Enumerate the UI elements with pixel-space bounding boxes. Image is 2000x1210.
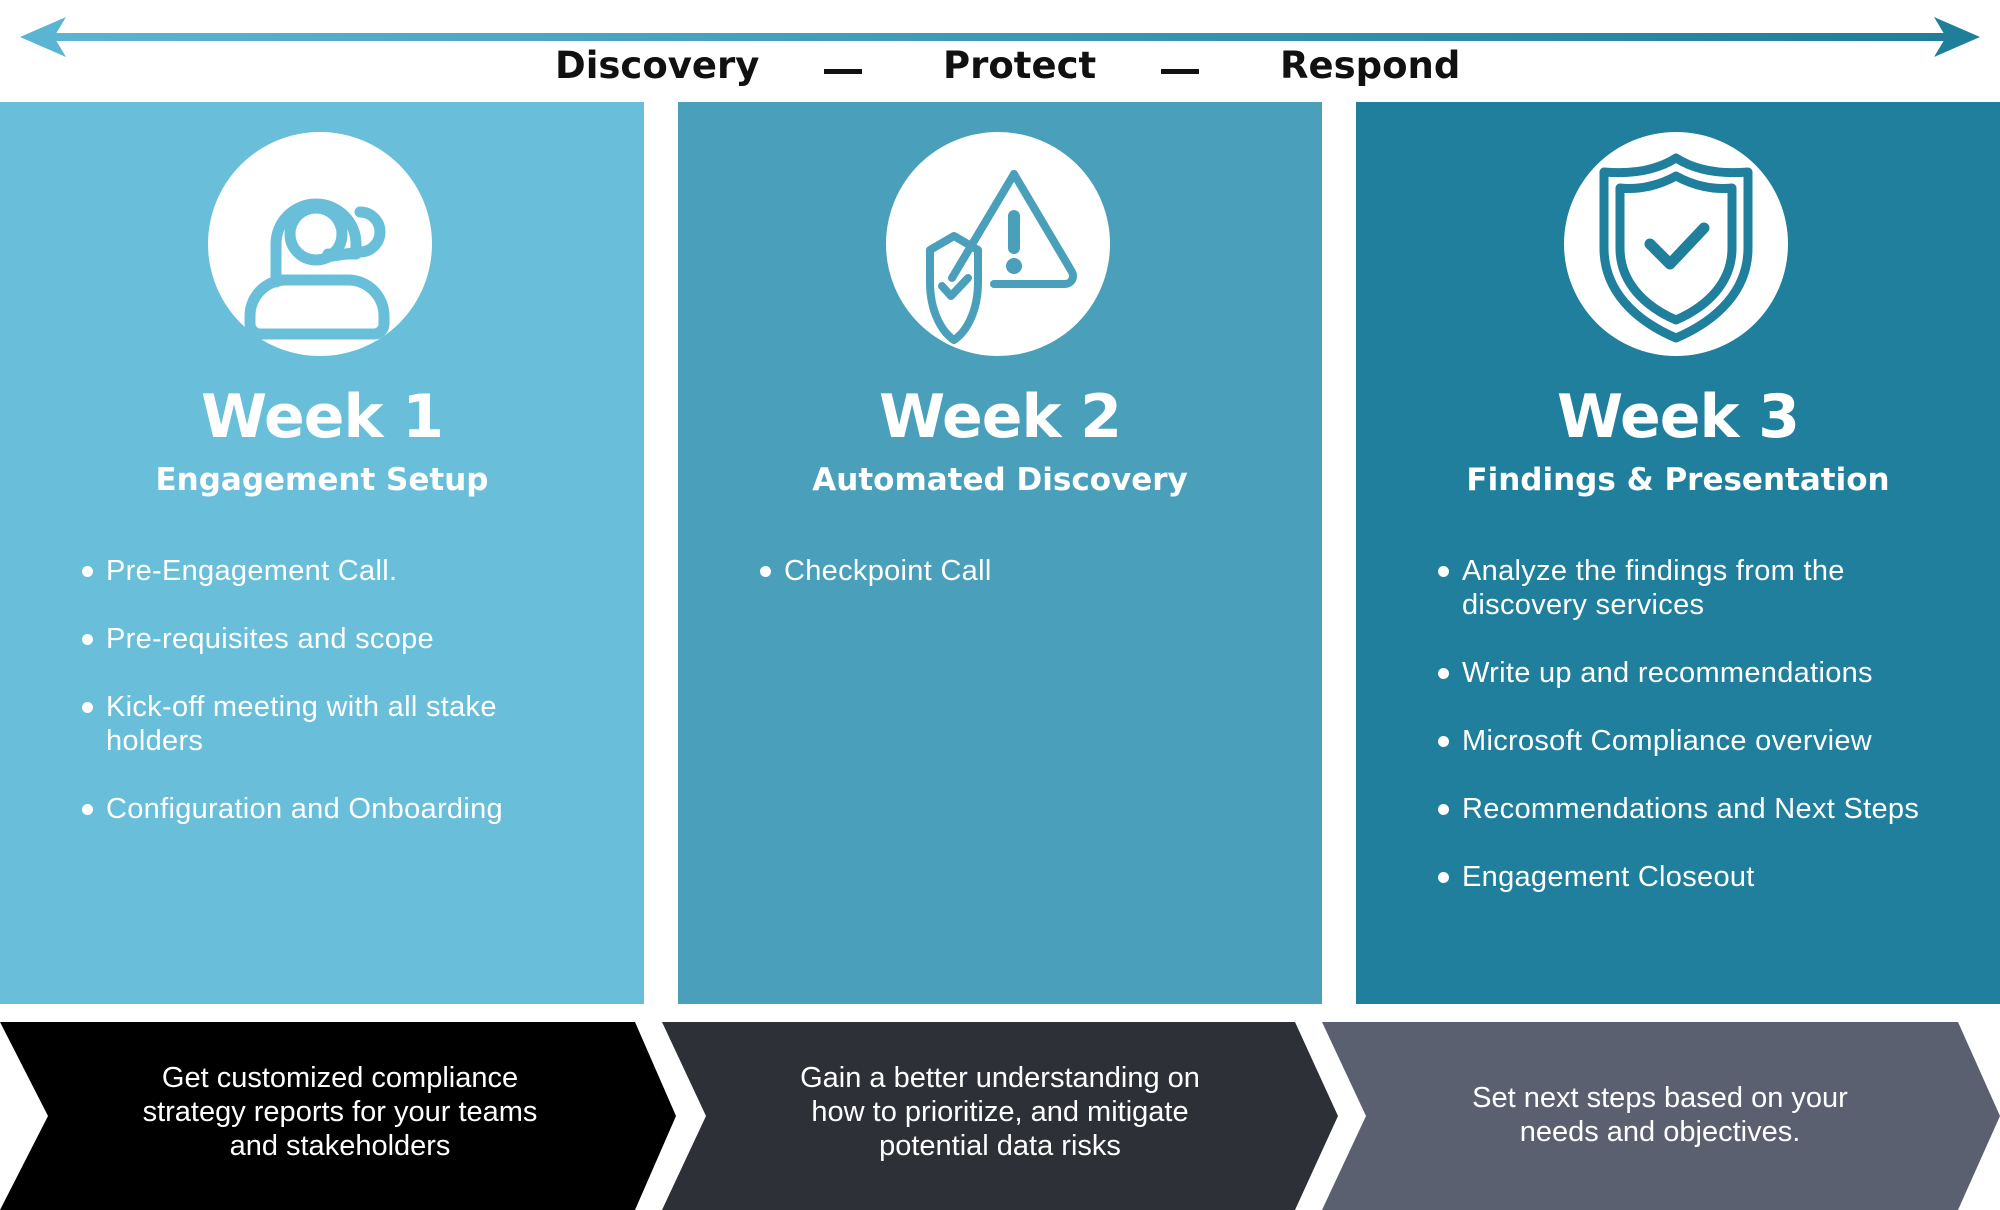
bullet-dot-icon xyxy=(760,566,771,577)
task-item: Analyze the findings from the discovery … xyxy=(1436,554,1956,622)
task-list: Checkpoint Call xyxy=(758,554,1278,622)
arrowhead-left xyxy=(20,17,66,57)
icon-badge xyxy=(1564,132,1788,356)
shield-check-icon xyxy=(1599,153,1753,343)
week-subtitle: Findings & Presentation xyxy=(1466,462,1890,498)
phase-protect: Protect xyxy=(943,44,1097,87)
chevron-shape xyxy=(662,1022,1338,1210)
task-item: Pre-Engagement Call. xyxy=(80,554,600,588)
outcome-text: Set next steps based on your needs and o… xyxy=(1472,1082,1848,1148)
icon-badge xyxy=(886,132,1110,356)
week-title: Week 2 xyxy=(879,382,1122,452)
arrowhead-right xyxy=(1934,17,1980,57)
chevron-row xyxy=(0,1022,2000,1210)
week-title: Week 1 xyxy=(201,382,444,452)
week-1-panel: Week 1 Engagement Setup Pre-Engagement C… xyxy=(0,102,644,1004)
timeline-arrow xyxy=(20,17,1980,57)
week-subtitle: Engagement Setup xyxy=(155,462,489,498)
task-item: Kick-off meeting with all stake holders xyxy=(80,690,600,758)
bullet-dot-icon xyxy=(1438,736,1449,747)
shield-warning-icon xyxy=(926,170,1078,344)
bullet-dot-icon xyxy=(82,804,93,815)
week-3-panel: Week 3 Findings & Presentation Analyze t… xyxy=(1356,102,2000,1004)
week-subtitle: Automated Discovery xyxy=(812,462,1188,498)
task-list: Pre-Engagement Call. Pre-requisites and … xyxy=(80,554,600,860)
task-item: Write up and recommendations xyxy=(1436,656,1956,690)
bullet-dot-icon xyxy=(82,566,93,577)
task-item: Configuration and Onboarding xyxy=(80,792,600,826)
task-item: Checkpoint Call xyxy=(758,554,1278,588)
support-agent-icon xyxy=(244,198,390,340)
week-2-panel: Week 2 Automated Discovery Checkpoint Ca… xyxy=(678,102,1322,1004)
outcome-text: Gain a better understanding on how to pr… xyxy=(800,1062,1200,1162)
chevron-shape xyxy=(1322,1022,2000,1210)
chevron-shape xyxy=(0,1022,676,1210)
task-item: Microsoft Compliance overview xyxy=(1436,724,1956,758)
bullet-dot-icon xyxy=(1438,668,1449,679)
task-item: Engagement Closeout xyxy=(1436,860,1956,894)
task-list: Analyze the findings from the discovery … xyxy=(1436,554,1956,928)
phase-respond: Respond xyxy=(1280,44,1461,87)
phase-separator xyxy=(1161,69,1199,74)
bullet-dot-icon xyxy=(1438,872,1449,883)
phase-separator xyxy=(824,69,862,74)
bullet-dot-icon xyxy=(82,634,93,645)
outcome-text: Get customized compliance strategy repor… xyxy=(142,1062,538,1162)
bullet-dot-icon xyxy=(1438,804,1449,815)
icon-badge xyxy=(208,132,432,356)
phase-discovery: Discovery xyxy=(555,44,760,87)
bullet-dot-icon xyxy=(82,702,93,713)
task-item: Recommendations and Next Steps xyxy=(1436,792,1956,826)
bullet-dot-icon xyxy=(1438,566,1449,577)
week-title: Week 3 xyxy=(1557,382,1800,452)
task-item: Pre-requisites and scope xyxy=(80,622,600,656)
